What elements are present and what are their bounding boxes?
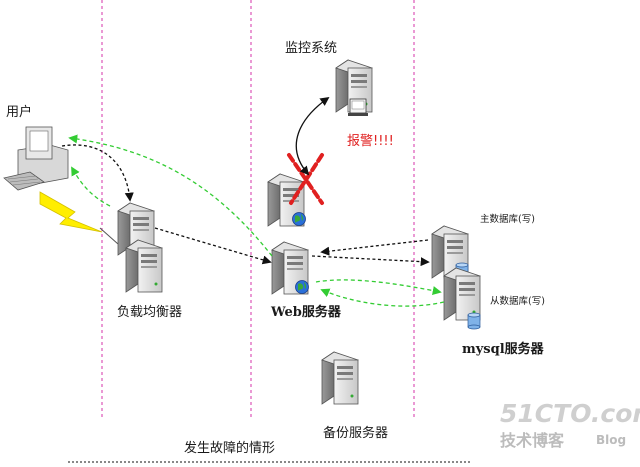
- slave-db-label: 从数据库(写): [490, 295, 545, 307]
- arrow-lb-user: [71, 166, 111, 207]
- lightning-icon: [39, 191, 103, 233]
- monitor-server-icon: [335, 59, 373, 116]
- monitor-screen-icon: [348, 98, 368, 116]
- backup-label: 备份服务器: [323, 425, 388, 441]
- master-db-label: 主数据库(写): [480, 213, 535, 225]
- user-label: 用户: [6, 104, 32, 120]
- lb-link: [99, 227, 119, 245]
- alarm-label: 报警!!!!: [347, 133, 394, 149]
- watermark-blog: Blog: [596, 433, 626, 447]
- monitor-label: 监控系统: [285, 41, 337, 56]
- arrow-web-user: [68, 134, 273, 257]
- arrow-slave-web: [320, 288, 445, 307]
- backup-server-icon: [321, 351, 359, 405]
- watermark-site: 51CTO.com: [500, 399, 640, 428]
- arrow-web-slave: [315, 279, 442, 296]
- lb-label: 负载均衡器: [117, 305, 182, 320]
- slave-db-server-icon: [443, 267, 481, 330]
- user-computer-icon: [3, 126, 69, 191]
- arrow-master-web: [320, 239, 429, 256]
- load-balancer-server-icon: [117, 202, 163, 293]
- web-server-icon: [271, 241, 309, 295]
- arrow-web-master: [311, 255, 430, 267]
- web-label: Web服务器: [270, 304, 342, 320]
- connectors: [61, 96, 445, 307]
- watermark-sub: 技术博客: [500, 431, 565, 450]
- arrow-monitor-web: [295, 96, 330, 176]
- mysql-label: mysql服务器: [462, 341, 545, 357]
- site-watermark: 51CTO.com 技术博客 Blog: [500, 399, 640, 450]
- caption: 发生故障的情形: [184, 440, 275, 456]
- failed-web-server-icon: [267, 173, 306, 227]
- column-dividers: [101, 0, 415, 418]
- arrow-lb-web: [154, 227, 272, 265]
- arrow-user-lb: [61, 144, 134, 202]
